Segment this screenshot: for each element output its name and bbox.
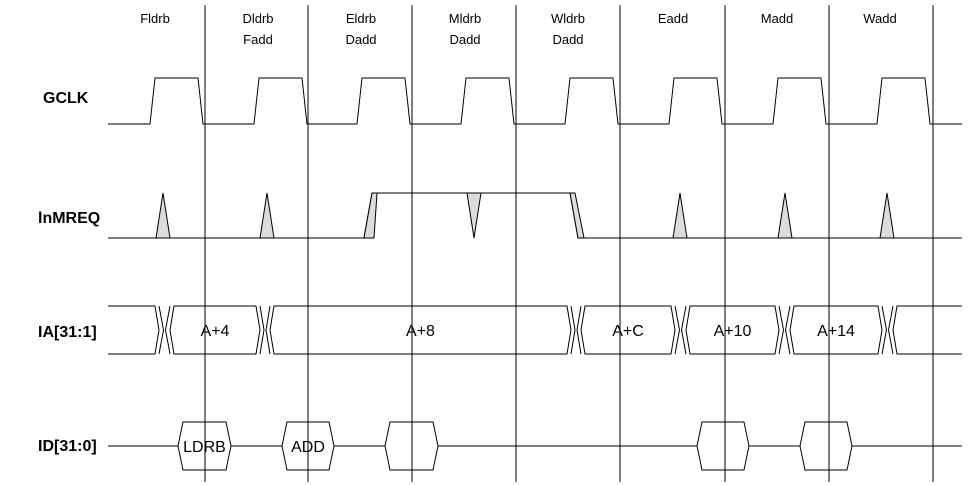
stage-label-3-1: Eldrb xyxy=(346,11,376,26)
ia-transition-4-b xyxy=(680,305,687,355)
id-window-5 xyxy=(799,421,853,471)
id-window-4 xyxy=(696,421,750,471)
ia-segment-6 xyxy=(789,305,883,355)
stage-label-7-1: Madd xyxy=(761,11,794,26)
signal-label-gclk: GCLK xyxy=(43,90,89,107)
nmreq-rising-edge xyxy=(569,192,585,239)
stage-label-2-2: Fadd xyxy=(243,32,273,47)
ia-transition-6-b xyxy=(887,305,894,355)
stage-label-6-1: Eadd xyxy=(658,11,688,26)
ia-transition-2-b xyxy=(265,305,271,355)
nmreq-spike-1 xyxy=(155,192,171,239)
stage-label-4-2: Dadd xyxy=(449,32,480,47)
signal-label-ia: IA[31:1] xyxy=(38,324,97,341)
ia-value-1: A+4 xyxy=(201,323,230,340)
cycle-boundary-lines xyxy=(204,5,934,482)
stage-label-5-1: Wldrb xyxy=(551,11,585,26)
ia-transition-1-b xyxy=(164,305,171,355)
ia-transition-3-b xyxy=(576,305,582,355)
signal-label-id: ID[31:0] xyxy=(38,438,97,455)
nmreq-mid-glitch xyxy=(466,192,482,239)
nmreq-spike-2 xyxy=(259,192,275,239)
ia-value-4: A+10 xyxy=(714,323,752,340)
ia-bus-waveform: A+4 A+8 A+C A+10 A+14 xyxy=(108,305,962,355)
ia-transition-5-b xyxy=(784,305,791,355)
stage-label-8-1: Wadd xyxy=(863,11,896,26)
ia-transition-2-a xyxy=(259,305,265,355)
nmreq-spike-3 xyxy=(672,192,688,239)
ia-transition-4-a xyxy=(674,305,681,355)
id-value-2: ADD xyxy=(291,439,325,456)
stage-label-4-1: Mldrb xyxy=(449,11,482,26)
gclk-waveform xyxy=(108,77,962,125)
ia-transition-3-a xyxy=(570,305,576,355)
ia-segment-3 xyxy=(269,305,572,355)
stage-label-5-2: Dadd xyxy=(552,32,583,47)
ia-transition-1-a xyxy=(158,305,165,355)
stage-label-2-1: Dldrb xyxy=(242,11,273,26)
ia-transition-5-a xyxy=(778,305,785,355)
ia-segment-4 xyxy=(580,305,676,355)
ia-value-3: A+C xyxy=(612,323,644,340)
ia-segment-5 xyxy=(685,305,780,355)
ia-value-2: A+8 xyxy=(406,323,435,340)
nmreq-waveform xyxy=(108,192,962,239)
nmreq-line xyxy=(108,192,962,239)
id-value-1: LDRB xyxy=(183,439,226,456)
nmreq-spike-5 xyxy=(879,192,895,239)
signal-label-nmreq: lnMREQ xyxy=(38,210,100,227)
nmreq-falling-edge xyxy=(363,192,378,239)
ia-transition-6-a xyxy=(881,305,888,355)
ia-value-5: A+14 xyxy=(817,323,855,340)
id-bus-waveform: LDRB ADD xyxy=(108,421,962,471)
nmreq-spike-4 xyxy=(777,192,793,239)
stage-label-3-2: Dadd xyxy=(345,32,376,47)
ia-segment-2 xyxy=(169,305,261,355)
ia-segment-7 xyxy=(892,305,962,355)
ia-segment-1 xyxy=(108,305,160,355)
stage-label-1-1: Fldrb xyxy=(140,11,170,26)
